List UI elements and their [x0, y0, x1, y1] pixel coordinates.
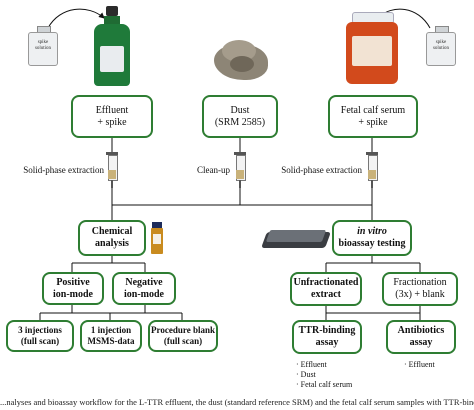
chemical-analysis-box: Chemical analysis	[78, 220, 146, 256]
positive-line1: Positive	[56, 276, 90, 288]
antibiotics-box: Antibiotics assay	[386, 320, 456, 354]
ttr-sample-serum: · Fetal calf serum	[296, 380, 353, 389]
dust-line2: (SRM 2585)	[214, 116, 266, 128]
fractionation-box: Fractionation (3x) + blank	[382, 272, 458, 306]
unfractionated-line1: Unfractionated	[293, 277, 359, 288]
leaf1-line1: 3 injections	[18, 325, 62, 335]
dust-sample-image	[210, 34, 272, 84]
unfractionated-line2: extract	[311, 289, 341, 300]
fractionation-line2: (3x) + blank	[395, 289, 445, 300]
leaf-3-injections: 3 injections (full scan)	[6, 320, 74, 352]
effluent-line2: + spike	[97, 116, 127, 128]
ttr-sample-effluent: · Effluent	[296, 360, 327, 369]
bioassay-rest: bioassay testing	[338, 238, 406, 249]
cleanup-label: Clean-up	[197, 165, 230, 175]
spe-left-label: Solid-phase extraction	[23, 165, 104, 175]
antibiotics-sample-effluent: · Effluent	[404, 360, 435, 369]
leaf3-line2: (full scan)	[163, 336, 203, 346]
positive-line2: ion-mode	[53, 288, 93, 300]
figure-caption: ...nalyses and bioassay workflow for the…	[0, 397, 474, 407]
chemical-line1: Chemical	[91, 226, 133, 237]
fractionation-line1: Fractionation	[393, 277, 447, 288]
antibiotics-line1: Antibiotics	[397, 325, 445, 336]
effluent-box: Effluent + spike	[71, 95, 153, 138]
leaf2-line1: 1 injection	[90, 325, 132, 335]
syringe-icon-right	[366, 152, 378, 188]
ttr-line1: TTR-binding	[298, 325, 356, 336]
spike-vial-right: spike solution	[424, 26, 458, 66]
serum-box: Fetal calf serum + spike	[328, 95, 418, 138]
sample-vial-icon	[150, 222, 164, 254]
unfractionated-box: Unfractionated extract	[290, 272, 362, 306]
microplate-icon	[261, 226, 331, 252]
serum-line1: Fetal calf serum	[340, 104, 406, 116]
ttr-sample-list: · Effluent · Dust · Fetal calf serum	[296, 360, 376, 390]
bioassay-italic: in vitro	[357, 226, 387, 237]
ttr-sample-dust: · Dust	[296, 370, 316, 379]
leaf-1-injection: 1 injection MSMS-data	[80, 320, 142, 352]
antibiotics-sample-list: · Effluent	[404, 360, 464, 370]
spe-right-label: Solid-phase extraction	[281, 165, 362, 175]
leaf1-line2: (full scan)	[20, 336, 60, 346]
leaf3-line1: Procedure blank	[151, 325, 215, 335]
negative-ion-box: Negative ion-mode	[112, 272, 176, 305]
spike-vial-left-label: spike solution	[34, 40, 52, 51]
dust-box: Dust (SRM 2585)	[202, 95, 278, 138]
ttr-line2: assay	[315, 337, 339, 348]
spike-vial-right-label: spike solution	[432, 40, 450, 51]
effluent-line1: Effluent	[95, 104, 129, 116]
effluent-bottle-image	[92, 6, 132, 88]
spike-arrow-left	[47, 8, 105, 29]
chemical-line2: analysis	[95, 238, 129, 249]
serum-jar-image	[344, 12, 400, 86]
leaf2-line2: MSMS-data	[87, 336, 135, 346]
dust-line1: Dust	[230, 104, 250, 116]
negative-line1: Negative	[125, 276, 163, 288]
serum-line2: + spike	[358, 116, 388, 128]
leaf-procedure-blank: Procedure blank (full scan)	[148, 320, 218, 352]
syringe-icon-left	[106, 152, 118, 188]
bioassay-box: in vitro bioassay testing	[332, 220, 412, 256]
ttr-binding-box: TTR-binding assay	[292, 320, 362, 354]
antibiotics-line2: assay	[409, 337, 433, 348]
positive-ion-box: Positive ion-mode	[42, 272, 104, 305]
spike-vial-left: spike solution	[26, 26, 60, 66]
syringe-icon-middle	[234, 152, 246, 188]
negative-line2: ion-mode	[124, 288, 164, 300]
